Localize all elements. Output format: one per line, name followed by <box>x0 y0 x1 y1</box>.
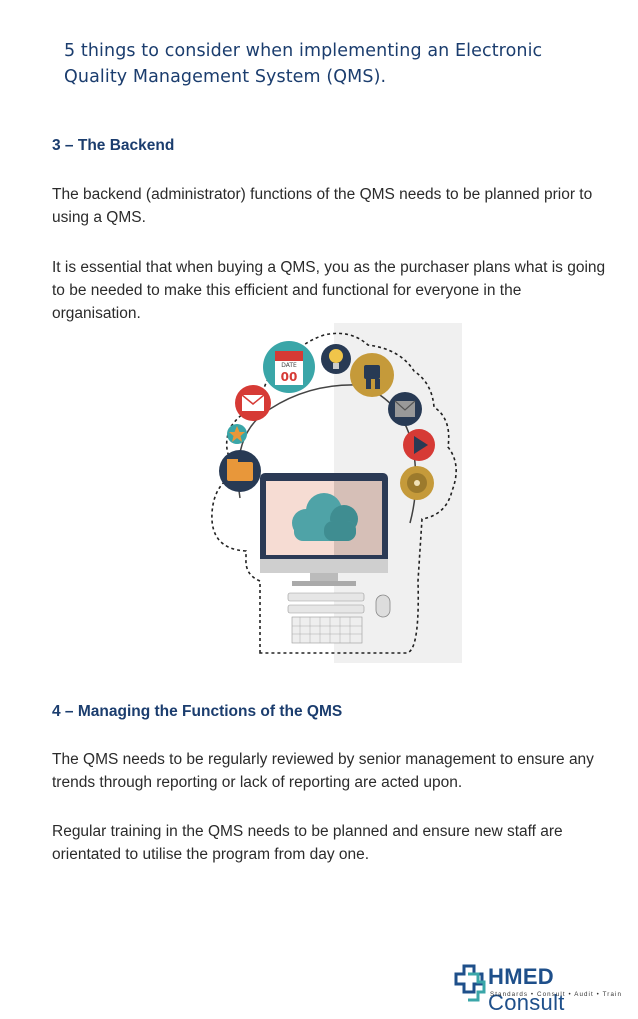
logo-tagline: Standards • Consult • Audit • Train <box>490 991 623 998</box>
section-3-paragraph-1: The backend (administrator) functions of… <box>52 186 593 226</box>
folder-icon <box>219 450 261 492</box>
section-4-paragraph-2: Regular training in the QMS needs to be … <box>52 823 563 863</box>
calendar-icon: DATE 00 <box>263 341 315 393</box>
usb-icon <box>350 353 394 397</box>
disc-icon <box>400 466 434 500</box>
qms-illustration: DATE 00 <box>211 323 462 663</box>
logo-name: HMED Consult <box>488 964 565 1015</box>
email-icon <box>235 385 271 421</box>
logo-cross-icon <box>454 964 486 1002</box>
calendar-number: 00 <box>281 370 298 384</box>
mouse-icon <box>375 594 391 618</box>
cloud-icon <box>292 493 358 541</box>
inbox-icon <box>388 392 422 426</box>
document-title: 5 things to consider when implementing a… <box>64 38 584 90</box>
hmed-consult-logo: HMED Consult Standards • Consult • Audit… <box>452 962 632 1015</box>
star-icon <box>227 424 247 444</box>
title-line-1: 5 things to consider when implementing a… <box>64 41 543 61</box>
lightbulb-icon <box>321 344 351 374</box>
section-3-paragraph-2: It is essential that when buying a QMS, … <box>52 259 606 322</box>
title-line-2: Quality Management System (QMS). <box>64 67 387 87</box>
section-4-heading: 4 – Managing the Functions of the QMS <box>52 703 343 720</box>
section-3-heading: 3 – The Backend <box>52 137 175 154</box>
play-icon <box>403 429 435 461</box>
section-4-paragraph-1: The QMS needs to be regularly reviewed b… <box>52 751 594 791</box>
keyboard <box>287 592 365 644</box>
calendar-label: DATE <box>281 362 297 369</box>
